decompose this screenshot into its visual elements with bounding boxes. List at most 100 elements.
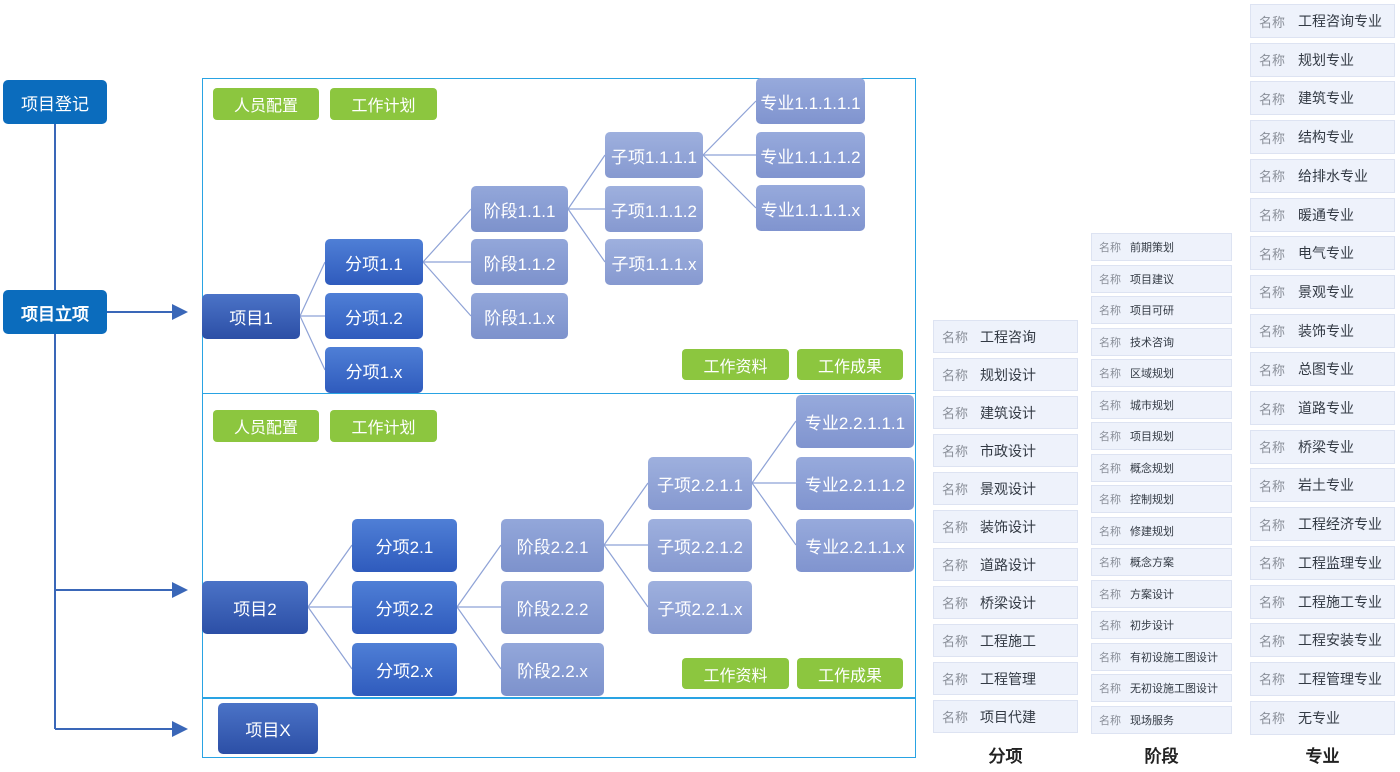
work-results-button[interactable]: 工作成果: [797, 349, 903, 380]
name-list-item[interactable]: 名称工程施工: [933, 624, 1078, 657]
name-list-item[interactable]: 名称初步设计: [1091, 611, 1232, 639]
name-list-item[interactable]: 名称概念方案: [1091, 548, 1232, 576]
name-list-item[interactable]: 名称无初设施工图设计: [1091, 674, 1232, 702]
child-item-node[interactable]: 子项2.2.1.x: [648, 581, 752, 634]
name-list-item[interactable]: 名称规划专业: [1250, 42, 1395, 77]
name-value: 工程咨询: [980, 328, 1036, 345]
name-list-item[interactable]: 名称无专业: [1250, 700, 1395, 735]
subitem-node[interactable]: 分项2.1: [352, 519, 457, 572]
name-list-item[interactable]: 名称工程管理: [933, 662, 1078, 695]
name-label: 名称: [1259, 711, 1286, 727]
project1-node[interactable]: 项目1: [202, 294, 300, 339]
name-label: 名称: [1099, 242, 1121, 254]
stage-node[interactable]: 阶段1.1.x: [471, 293, 568, 339]
name-list-item[interactable]: 名称给排水专业: [1250, 158, 1395, 193]
name-list-item[interactable]: 名称桥梁设计: [933, 586, 1078, 619]
name-list-item[interactable]: 名称景观设计: [933, 472, 1078, 505]
name-value: 工程监理专业: [1298, 554, 1382, 571]
name-list-item[interactable]: 名称装饰设计: [933, 510, 1078, 543]
work-results-button[interactable]: 工作成果: [797, 658, 903, 689]
name-list-item[interactable]: 名称技术咨询: [1091, 327, 1232, 356]
name-list-item[interactable]: 名称项目建议: [1091, 264, 1232, 293]
name-list-item[interactable]: 名称项目规划: [1091, 422, 1232, 450]
subitem-node[interactable]: 分项2.x: [352, 643, 457, 696]
name-list-item[interactable]: 名称装饰专业: [1250, 313, 1395, 348]
stage-node[interactable]: 阶段2.2.x: [501, 643, 604, 696]
name-list-item[interactable]: 名称城市规划: [1091, 390, 1232, 419]
name-label: 名称: [942, 710, 969, 725]
name-value: 前期策划: [1130, 242, 1174, 254]
staffing-button[interactable]: 人员配置: [213, 410, 319, 442]
work-plan-button[interactable]: 工作计划: [330, 88, 437, 120]
stage-node[interactable]: 阶段2.2.1: [501, 519, 604, 572]
name-value: 市政设计: [980, 442, 1036, 459]
subitem-node[interactable]: 分项1.1: [325, 239, 423, 285]
name-list-item[interactable]: 名称现场服务: [1091, 705, 1232, 734]
child-item-node[interactable]: 子项1.1.1.x: [605, 239, 703, 285]
name-list-item[interactable]: 名称工程施工专业: [1250, 584, 1395, 619]
child-item-node[interactable]: 子项2.2.1.1: [648, 457, 752, 510]
name-list-item[interactable]: 名称岩土专业: [1250, 468, 1395, 503]
child-item-node[interactable]: 子项2.2.1.2: [648, 519, 752, 572]
name-list-item[interactable]: 名称控制规划: [1091, 485, 1232, 513]
name-list-item[interactable]: 名称电气专业: [1250, 236, 1395, 271]
name-list-item[interactable]: 名称工程咨询专业: [1250, 4, 1395, 38]
name-list-item[interactable]: 名称工程咨询: [933, 320, 1078, 353]
projectx-node[interactable]: 项目X: [218, 703, 318, 754]
specialty-node[interactable]: 专业2.2.1.1.x: [796, 519, 914, 572]
name-list-item[interactable]: 名称区域规划: [1091, 359, 1232, 387]
child-item-node[interactable]: 子项1.1.1.1: [605, 132, 703, 178]
name-label: 名称: [942, 520, 969, 535]
name-list-item[interactable]: 名称建筑专业: [1250, 81, 1395, 116]
specialty-node[interactable]: 专业2.2.1.1.2: [796, 457, 914, 510]
name-list-item[interactable]: 名称工程安装专业: [1250, 623, 1395, 658]
name-list-item[interactable]: 名称修建规划: [1091, 516, 1232, 545]
stage-node[interactable]: 阶段2.2.2: [501, 581, 604, 634]
name-list-item[interactable]: 名称桥梁专业: [1250, 429, 1395, 464]
name-list-item[interactable]: 名称项目代建: [933, 700, 1078, 733]
project-register-node[interactable]: 项目登记: [3, 80, 107, 124]
name-list-item[interactable]: 名称道路设计: [933, 548, 1078, 581]
subitem-node[interactable]: 分项1.x: [325, 347, 423, 393]
name-list-item[interactable]: 名称项目可研: [1091, 296, 1232, 324]
work-plan-button[interactable]: 工作计划: [330, 410, 437, 442]
name-list-item[interactable]: 名称工程监理专业: [1250, 545, 1395, 580]
name-list-item[interactable]: 名称道路专业: [1250, 391, 1395, 425]
name-list-item[interactable]: 名称工程经济专业: [1250, 507, 1395, 542]
name-list-item[interactable]: 名称规划设计: [933, 358, 1078, 391]
name-value: 初步设计: [1130, 620, 1174, 632]
project2-node[interactable]: 项目2: [202, 581, 308, 634]
child-item-node[interactable]: 子项1.1.1.2: [605, 186, 703, 232]
stage-node[interactable]: 阶段1.1.1: [471, 186, 568, 232]
name-list-item[interactable]: 名称方案设计: [1091, 579, 1232, 608]
name-value: 方案设计: [1130, 588, 1174, 601]
specialty-node[interactable]: 专业2.2.1.1.1: [796, 395, 914, 448]
name-label: 名称: [942, 634, 969, 649]
name-list-item[interactable]: 名称有初设施工图设计: [1091, 642, 1232, 671]
name-label: 名称: [1259, 130, 1286, 146]
staffing-button[interactable]: 人员配置: [213, 88, 319, 120]
project-approval-node[interactable]: 项目立项: [3, 290, 107, 334]
name-value: 结构专业: [1298, 129, 1354, 146]
specialty-node[interactable]: 专业1.1.1.1.2: [756, 132, 865, 178]
name-value: 桥梁设计: [980, 594, 1036, 611]
name-list-item[interactable]: 名称建筑设计: [933, 396, 1078, 429]
stage-node[interactable]: 阶段1.1.2: [471, 239, 568, 285]
specialty-node[interactable]: 专业1.1.1.1.x: [756, 185, 865, 231]
name-list-item[interactable]: 名称市政设计: [933, 434, 1078, 467]
name-list-item[interactable]: 名称总图专业: [1250, 352, 1395, 387]
name-list-item[interactable]: 名称工程管理专业: [1250, 661, 1395, 696]
subitem-node[interactable]: 分项1.2: [325, 293, 423, 339]
name-value: 装饰专业: [1298, 322, 1354, 339]
work-materials-button[interactable]: 工作资料: [682, 658, 789, 689]
specialty-node[interactable]: 专业1.1.1.1.1: [756, 78, 865, 124]
work-materials-button[interactable]: 工作资料: [682, 349, 789, 380]
name-label: 名称: [1259, 324, 1286, 340]
name-list-item[interactable]: 名称概念规划: [1091, 453, 1232, 482]
name-list-item[interactable]: 名称前期策划: [1091, 233, 1232, 261]
subitem-node[interactable]: 分项2.2: [352, 581, 457, 634]
name-list-item[interactable]: 名称暖通专业: [1250, 197, 1395, 232]
name-list-item[interactable]: 名称景观专业: [1250, 274, 1395, 309]
name-list-item[interactable]: 名称结构专业: [1250, 120, 1395, 155]
